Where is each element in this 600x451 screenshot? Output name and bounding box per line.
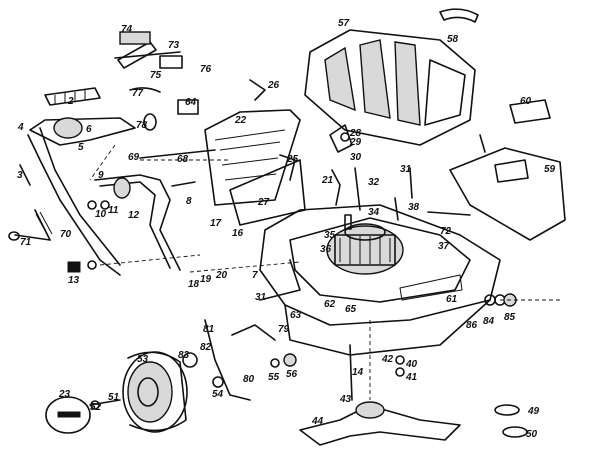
label-20: 20 bbox=[215, 270, 228, 281]
wheels-and-blade bbox=[45, 254, 560, 446]
label-56: 56 bbox=[286, 369, 298, 380]
label-57: 57 bbox=[338, 18, 350, 29]
part-labels: 74 73 75 76 57 58 2 4 5 6 77 78 64 26 60… bbox=[17, 18, 556, 440]
label-49: 49 bbox=[527, 406, 540, 417]
label-19: 19 bbox=[200, 274, 212, 285]
label-25: 25 bbox=[286, 154, 299, 165]
label-17: 17 bbox=[210, 218, 222, 229]
label-2: 2 bbox=[67, 96, 74, 107]
label-78: 78 bbox=[136, 120, 148, 131]
label-59: 59 bbox=[544, 164, 556, 175]
label-18: 18 bbox=[188, 279, 200, 290]
label-13: 13 bbox=[68, 275, 80, 286]
label-11: 11 bbox=[108, 205, 119, 216]
label-62: 62 bbox=[324, 299, 336, 310]
label-85: 85 bbox=[504, 312, 516, 323]
label-70: 70 bbox=[60, 229, 72, 240]
label-86: 86 bbox=[466, 320, 478, 331]
label-4: 4 bbox=[17, 122, 24, 133]
label-21: 21 bbox=[321, 175, 334, 186]
label-80: 80 bbox=[243, 374, 255, 385]
label-35: 35 bbox=[324, 230, 336, 241]
label-54: 54 bbox=[212, 389, 224, 400]
label-61: 61 bbox=[446, 294, 458, 305]
label-42: 42 bbox=[381, 354, 394, 365]
label-12: 12 bbox=[128, 210, 140, 221]
grass-catcher bbox=[304, 8, 566, 241]
mower-deck bbox=[259, 167, 501, 356]
label-10: 10 bbox=[95, 209, 107, 220]
label-51: 51 bbox=[108, 392, 120, 403]
label-81: 81 bbox=[203, 324, 215, 335]
label-68: 68 bbox=[177, 154, 189, 165]
label-60: 60 bbox=[520, 96, 532, 107]
label-82: 82 bbox=[200, 342, 212, 353]
handle-assembly bbox=[8, 31, 230, 276]
label-50: 50 bbox=[526, 429, 538, 440]
label-65: 65 bbox=[345, 304, 357, 315]
label-58: 58 bbox=[447, 34, 459, 45]
label-69: 69 bbox=[128, 152, 140, 163]
label-53: 53 bbox=[137, 354, 149, 365]
label-7: 7 bbox=[252, 270, 258, 281]
label-41: 41 bbox=[405, 372, 418, 383]
label-55: 55 bbox=[268, 372, 280, 383]
label-76: 76 bbox=[200, 64, 212, 75]
label-5: 5 bbox=[78, 142, 84, 153]
label-43: 43 bbox=[339, 394, 352, 405]
label-73: 73 bbox=[168, 40, 180, 51]
label-16: 16 bbox=[232, 228, 244, 239]
label-38: 38 bbox=[408, 202, 420, 213]
label-26: 26 bbox=[267, 80, 280, 91]
label-23: 23 bbox=[58, 389, 71, 400]
label-22: 22 bbox=[234, 115, 247, 126]
label-40: 40 bbox=[405, 359, 418, 370]
label-9: 9 bbox=[98, 170, 104, 181]
label-29: 29 bbox=[349, 137, 362, 148]
label-14: 14 bbox=[352, 367, 364, 378]
label-30: 30 bbox=[350, 152, 362, 163]
label-27: 27 bbox=[257, 197, 270, 208]
label-34: 34 bbox=[368, 207, 380, 218]
label-36: 36 bbox=[320, 244, 332, 255]
label-63: 63 bbox=[290, 310, 302, 321]
label-31: 31 bbox=[400, 164, 412, 175]
label-75: 75 bbox=[150, 70, 162, 81]
label-44: 44 bbox=[311, 416, 324, 427]
label-32: 32 bbox=[368, 177, 380, 188]
label-3: 3 bbox=[17, 170, 23, 181]
label-83: 83 bbox=[178, 350, 190, 361]
label-77: 77 bbox=[132, 88, 144, 99]
label-64: 64 bbox=[185, 97, 197, 108]
label-74: 74 bbox=[121, 24, 133, 35]
label-31b: 31 bbox=[255, 292, 267, 303]
label-72: 72 bbox=[440, 226, 452, 237]
label-84: 84 bbox=[483, 316, 495, 327]
label-79: 79 bbox=[278, 324, 290, 335]
label-6: 6 bbox=[86, 124, 92, 135]
label-37: 37 bbox=[438, 241, 450, 252]
label-8: 8 bbox=[186, 196, 192, 207]
label-28: 28 bbox=[349, 128, 362, 139]
label-52: 52 bbox=[90, 402, 102, 413]
label-71: 71 bbox=[20, 237, 32, 248]
